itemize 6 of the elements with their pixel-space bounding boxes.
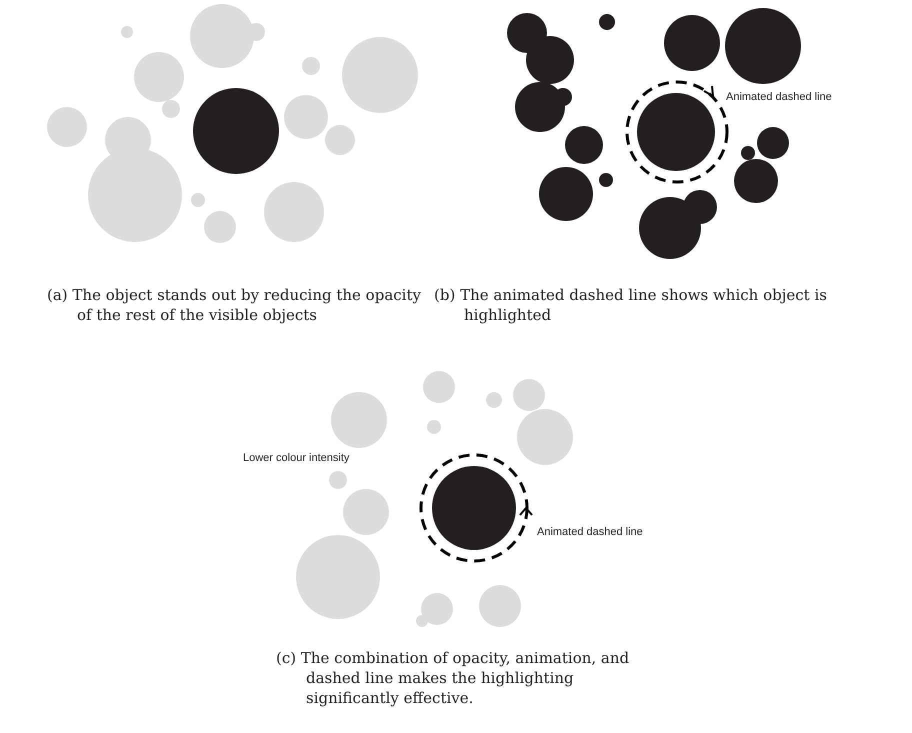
annotation-label: Lower colour intensity [243,451,350,466]
figure-caption: (b) The animated dashed line shows which object is highlighted [434,285,828,325]
annotation-label: Animated dashed line [537,525,643,540]
annotation-label: Animated dashed line [726,90,832,105]
figure-caption: (a) The object stands out by reducing the opacity of the rest of the visible objects [47,285,422,325]
figure-caption: (c) The combination of opacity, animation, and dashed line makes the highlighting significantly effective. [276,648,630,708]
